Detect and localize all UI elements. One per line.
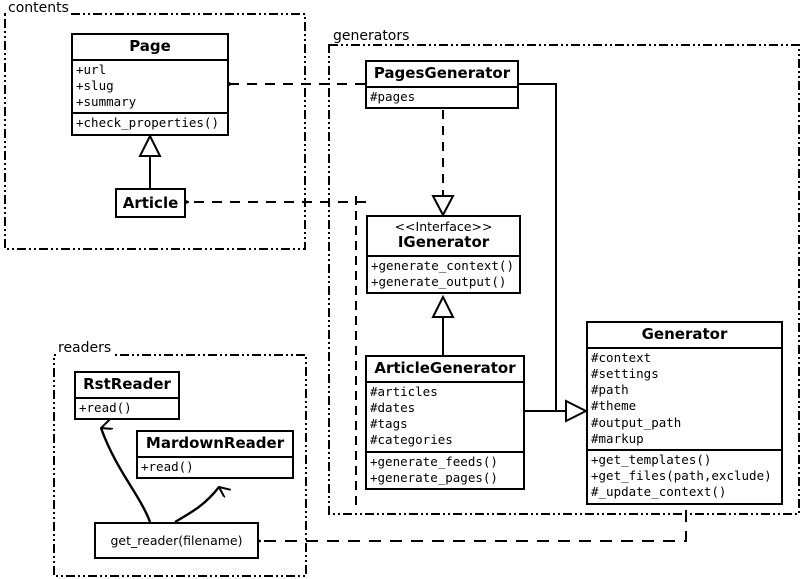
method-row: +generate_context() xyxy=(371,257,514,273)
package-label-generators: generators xyxy=(331,28,412,44)
class-name-rstreader: RstReader xyxy=(83,375,171,393)
class-methods-articlegenerator: +generate_feeds() +generate_pages() xyxy=(367,450,523,488)
function-label-get-reader: get_reader(filename) xyxy=(110,533,243,548)
method-row: +generate_pages() xyxy=(370,469,498,485)
attribute-row: #settings xyxy=(591,366,659,381)
generalization-arrowhead-page xyxy=(138,133,162,157)
edge-generator-to-getreader-dependency xyxy=(260,510,687,541)
attribute-row: #dates xyxy=(370,400,416,415)
class-methods-generator: +get_templates() +get_files(path,exclude… xyxy=(588,449,781,503)
class-box-page[interactable]: Page +url +slug +summary +check_properti… xyxy=(71,33,229,136)
attribute-row: #output_path xyxy=(591,414,682,430)
generalization-arrowhead-generator xyxy=(565,399,589,423)
class-methods-rstreader: +read() xyxy=(76,396,178,418)
class-name-label-igenerator: IGenerator xyxy=(397,232,490,251)
class-box-igenerator[interactable]: <<Interface>> IGenerator +generate_conte… xyxy=(366,215,521,294)
class-methods-igenerator: +generate_context() +generate_output() xyxy=(368,254,519,292)
package-label-contents: contents xyxy=(6,0,71,16)
method-row: #_update_context() xyxy=(591,484,727,500)
method-row: +get_templates() xyxy=(591,452,712,468)
class-box-article[interactable]: Article xyxy=(115,188,186,218)
method-row: +check_properties() xyxy=(76,115,219,131)
edge-getreader-to-rstreader xyxy=(101,428,152,523)
class-box-generator[interactable]: Generator #context #settings #path #them… xyxy=(586,321,783,505)
package-label-readers: readers xyxy=(56,340,114,356)
attribute-row: #categories xyxy=(370,432,453,448)
attribute-row: #context xyxy=(591,349,652,365)
method-row: +generate_feeds() xyxy=(370,453,498,469)
method-row: +read() xyxy=(141,458,194,474)
class-name-articlegenerator: ArticleGenerator xyxy=(374,359,516,377)
generalization-arrowhead-igenerator-bottom xyxy=(431,294,455,318)
class-attributes-articlegenerator: #articles #dates #tags #categories xyxy=(367,380,523,451)
class-box-pagesgenerator[interactable]: PagesGenerator #pages xyxy=(365,60,519,109)
class-name-article: Article xyxy=(122,193,179,212)
class-box-mardownreader[interactable]: MardownReader +read() xyxy=(136,430,294,479)
class-box-articlegenerator[interactable]: ArticleGenerator #articles #dates #tags … xyxy=(365,355,525,491)
class-methods-page: +check_properties() xyxy=(73,112,227,133)
attribute-row: #articles xyxy=(370,383,438,399)
attribute-row: +url xyxy=(76,61,107,77)
package-border-generators xyxy=(328,44,800,515)
attribute-row: #markup xyxy=(591,430,644,446)
class-attributes-page: +url +slug +summary xyxy=(73,58,227,113)
class-stereotype-igenerator: <<Interface>> xyxy=(394,219,493,234)
attribute-row: +slug xyxy=(76,78,114,93)
method-row: +get_files(path,exclude) xyxy=(591,468,772,484)
package-border-readers xyxy=(53,354,307,577)
function-box-get-reader[interactable]: get_reader(filename) xyxy=(94,522,259,559)
class-attributes-pagesgenerator: #pages xyxy=(367,85,517,107)
attribute-row: #pages xyxy=(370,88,416,104)
attribute-row: +summary xyxy=(76,94,137,110)
class-methods-mardownreader: +read() xyxy=(138,455,292,477)
class-name-igenerator: <<Interface>> IGenerator xyxy=(368,217,519,255)
class-name-generator: Generator xyxy=(641,325,728,343)
class-name-pagesgenerator: PagesGenerator xyxy=(373,64,511,82)
edge-getreader-to-mardownreader xyxy=(174,487,219,524)
package-border-contents xyxy=(4,13,306,250)
class-box-rstreader[interactable]: RstReader +read() xyxy=(74,371,180,420)
method-row: +read() xyxy=(79,399,132,415)
realization-arrowhead-igenerator-top xyxy=(431,195,455,218)
attribute-row: #theme xyxy=(591,398,637,414)
attribute-row: #path xyxy=(591,382,629,398)
class-attributes-generator: #context #settings #path #theme #output_… xyxy=(588,346,781,449)
class-name-page: Page xyxy=(129,37,171,55)
attribute-row: #tags xyxy=(370,416,408,432)
edge-pagesgenerator-to-generator xyxy=(519,83,557,411)
method-row: +generate_output() xyxy=(371,273,507,289)
class-name-mardownreader: MardownReader xyxy=(145,434,285,452)
